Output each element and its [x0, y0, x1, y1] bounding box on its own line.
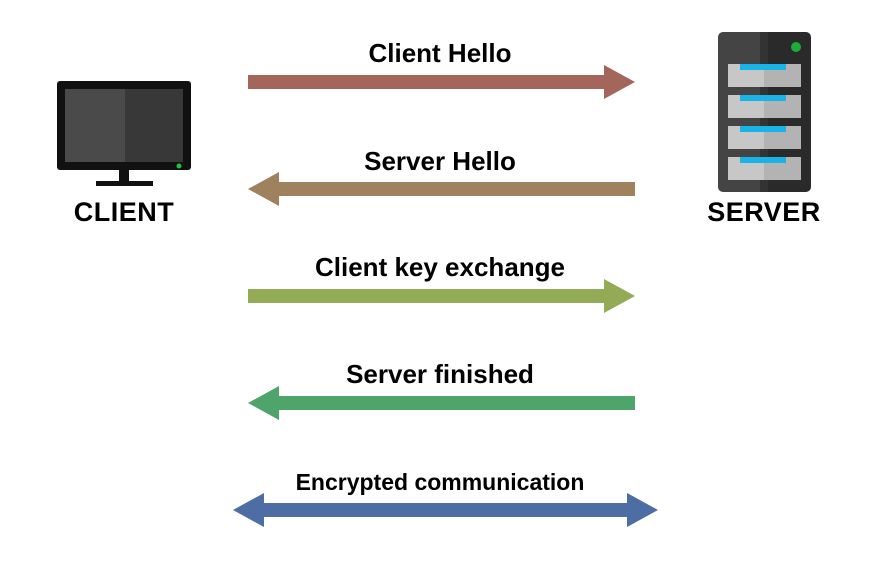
encrypted-communication-label: Encrypted communication: [295, 469, 585, 495]
encrypted-communication-arrow: [233, 493, 658, 527]
server-label: SERVER: [707, 197, 821, 227]
client-key-exchange-arrow: [248, 279, 635, 313]
client-label: CLIENT: [73, 197, 175, 227]
client-hello-arrow: [248, 65, 635, 99]
server-hello-label: Server Hello: [364, 146, 516, 176]
client-key-exchange-label: Client key exchange: [315, 252, 565, 282]
server-finished-label: Server finished: [346, 359, 534, 389]
server-hello-arrow: [248, 172, 635, 206]
client-hello-label: Client Hello: [368, 38, 512, 68]
server-finished-arrow: [248, 386, 635, 420]
